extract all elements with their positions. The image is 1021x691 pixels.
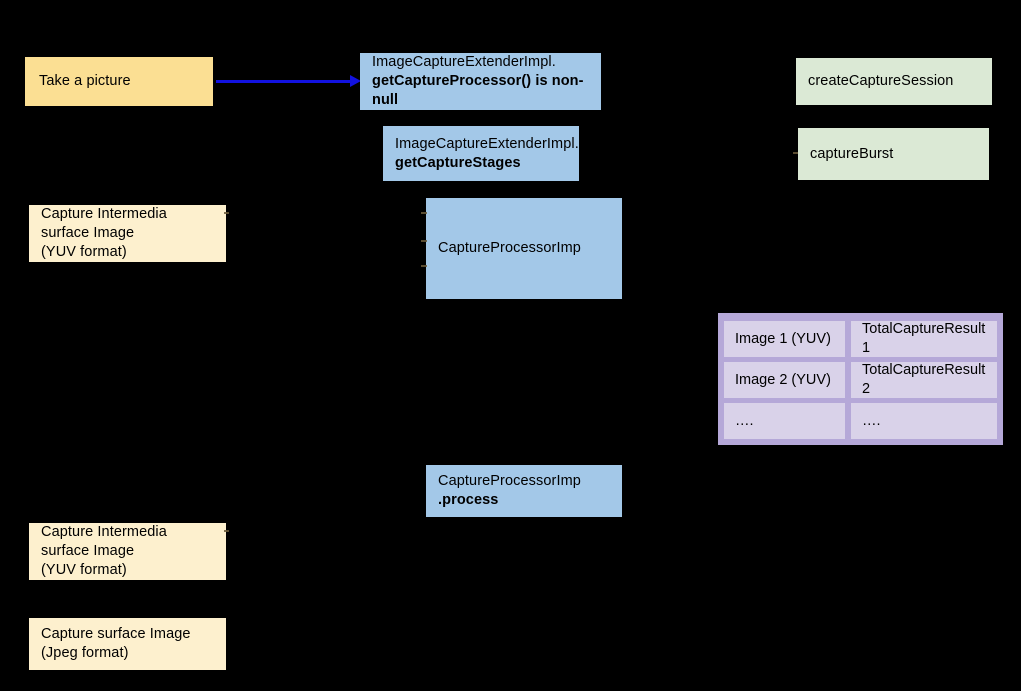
node-capture-burst[interactable]: captureBurst	[798, 128, 989, 180]
node-get-capture-processor-line1: ImageCaptureExtenderImpl.	[372, 54, 556, 70]
result-table-cell-total-capture-result-more-label: ….	[862, 412, 881, 429]
node-capture-processor-imp[interactable]: CaptureProcessorImp	[426, 198, 622, 299]
node-capture-intermedia-surface-bottom-label: Capture Intermedia surface Image (YUV fo…	[41, 524, 167, 578]
node-capture-processor-process[interactable]: CaptureProcessorImp .process	[426, 465, 622, 517]
node-capture-intermedia-surface-bottom[interactable]: Capture Intermedia surface Image (YUV fo…	[29, 523, 226, 580]
result-table-cell-image-2-label: Image 2 (YUV)	[735, 371, 831, 388]
connector-tick-mid-lower	[421, 265, 427, 267]
node-get-capture-stages-line1: ImageCaptureExtenderImpl.	[395, 135, 579, 152]
result-table-cell-image-more[interactable]: ….	[724, 403, 845, 439]
connector-tick-left-bottom	[224, 530, 229, 532]
node-capture-surface-jpeg-label: Capture surface Image (Jpeg format)	[41, 626, 191, 661]
connector-tick-mid-upper	[421, 212, 427, 214]
connector-tick-mid-center	[421, 240, 427, 242]
node-capture-intermedia-surface-top-label: Capture Intermedia surface Image (YUV fo…	[41, 206, 167, 260]
result-table-cell-image-1-label: Image 1 (YUV)	[735, 330, 831, 347]
node-get-capture-stages-line2: getCaptureStages	[395, 154, 521, 171]
result-table-cell-total-capture-result-1-label: TotalCaptureResult 1	[862, 321, 986, 356]
result-table-cell-total-capture-result-more[interactable]: ….	[851, 403, 997, 439]
result-table-cell-image-2[interactable]: Image 2 (YUV)	[724, 362, 845, 398]
node-get-capture-stages[interactable]: ImageCaptureExtenderImpl. getCaptureStag…	[383, 126, 579, 181]
node-capture-intermedia-surface-top[interactable]: Capture Intermedia surface Image (YUV fo…	[29, 205, 226, 262]
node-create-capture-session-label: createCaptureSession	[808, 73, 954, 89]
result-table-cell-image-more-label: ….	[735, 412, 754, 429]
connector-take-picture-to-get-capture-processor-arrowhead	[350, 75, 361, 87]
result-table-cell-total-capture-result-2[interactable]: TotalCaptureResult 2	[851, 362, 997, 398]
connector-take-picture-to-get-capture-processor-shaft	[216, 80, 354, 83]
node-create-capture-session[interactable]: createCaptureSession	[796, 58, 992, 105]
node-capture-surface-jpeg[interactable]: Capture surface Image (Jpeg format)	[29, 618, 226, 670]
node-get-capture-processor[interactable]: ImageCaptureExtenderImpl. getCaptureProc…	[360, 53, 601, 110]
result-table-cell-total-capture-result-1[interactable]: TotalCaptureResult 1	[851, 321, 997, 357]
node-take-a-picture-label: Take a picture	[39, 73, 131, 89]
result-table-cell-total-capture-result-2-label: TotalCaptureResult 2	[862, 362, 986, 397]
connector-tick-right-capture-burst	[793, 152, 798, 154]
connector-tick-left-top	[224, 212, 229, 214]
node-capture-processor-imp-label: CaptureProcessorImp	[438, 240, 581, 256]
node-capture-processor-process-line2: .process	[438, 492, 499, 508]
node-capture-burst-label: captureBurst	[810, 145, 894, 162]
result-table-panel: Image 1 (YUV) Image 2 (YUV) …. TotalCapt…	[718, 313, 1003, 445]
node-capture-processor-process-line1: CaptureProcessorImp	[438, 473, 581, 489]
result-table-cell-image-1[interactable]: Image 1 (YUV)	[724, 321, 845, 357]
node-take-a-picture[interactable]: Take a picture	[25, 57, 213, 106]
node-get-capture-processor-line2: getCaptureProcessor() is non-null	[372, 73, 584, 108]
